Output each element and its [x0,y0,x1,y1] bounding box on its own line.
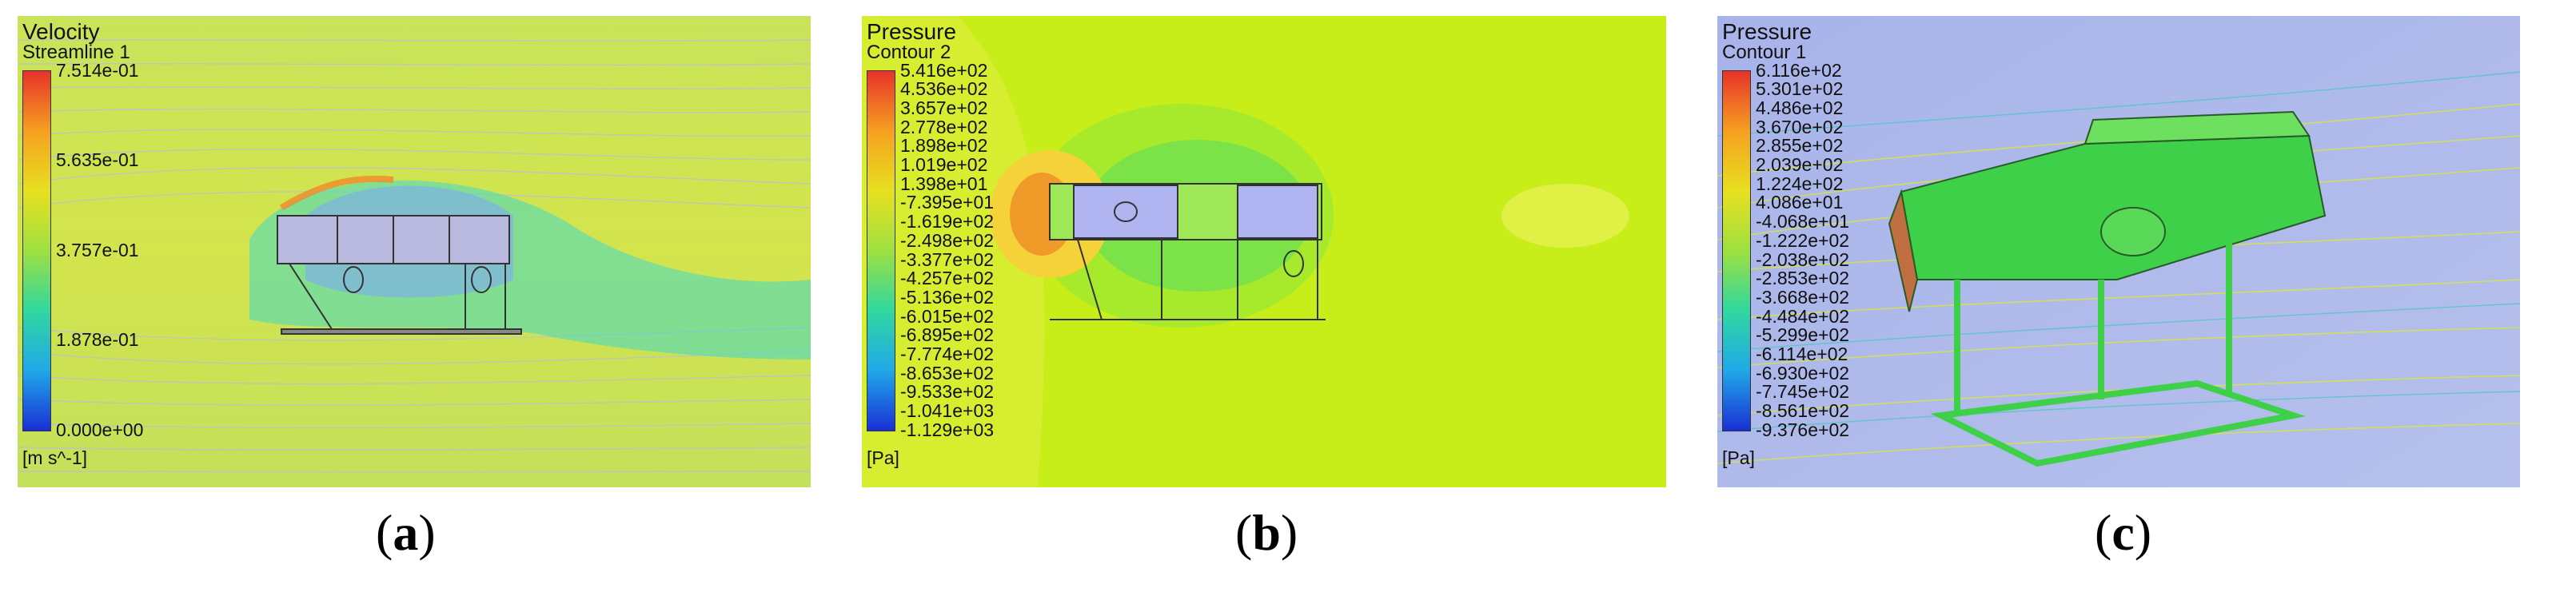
pressure-colorbar-c [1722,70,1751,431]
tick-label: -6.930e+02 [1756,363,1850,383]
tick-label: -8.653e+02 [900,363,995,383]
panel-c-pressure-3d: Pressure Contour 1 6.116e+02 5.301e+02 4… [1717,16,2520,487]
caption-b: (b) [1235,504,1298,561]
velocity-legend: Velocity Streamline 1 [22,21,130,62]
tick-label: 2.855e+02 [1756,135,1844,156]
caption-letter: b [1252,504,1281,561]
tick-label: -6.114e+02 [1756,344,1848,364]
tick-label: 1.398e+01 [900,173,988,194]
downstream-zone [1501,184,1629,248]
tick-label: 3.757e-01 [56,240,139,260]
tick-label: 7.514e-01 [56,60,139,81]
vehicle-3d [1888,110,2327,467]
caption-letter: c [2111,504,2135,561]
tick-label: -1.129e+03 [900,419,995,440]
tick-label: 1.898e+02 [900,135,988,156]
tick-label: 3.657e+02 [900,97,988,118]
tick-label: 1.878e-01 [56,329,139,350]
tick-label: 0.000e+00 [56,419,144,440]
pressure-3d-field [1717,16,2520,487]
caption-letter: a [393,504,419,561]
tick-label: -5.136e+02 [900,287,995,308]
tick-label: -9.376e+02 [1756,419,1850,440]
legend-unit: [m s^-1] [22,447,88,468]
tick-label: 5.416e+02 [900,60,988,81]
upstream-pressure-zone [862,16,1045,487]
pressure-tick-labels-c: 6.116e+02 5.301e+02 4.486e+02 3.670e+02 … [1756,60,1900,440]
caption-c: (c) [2095,504,2152,561]
legend-unit: [Pa] [1722,447,1755,468]
tick-label: -7.774e+02 [900,344,995,364]
tick-label: -7.395e+01 [900,192,995,213]
tick-label: 2.039e+02 [1756,154,1844,175]
streamlines-cyan [1717,71,2520,432]
tick-label: 3.670e+02 [1756,117,1844,137]
legend-subtitle: Contour 1 [1722,42,1807,63]
tick-label: -6.015e+02 [900,306,995,327]
velocity-colorbar [22,70,51,431]
tick-label: -2.498e+02 [900,230,995,251]
panel-b-pressure-contour: Pressure Contour 2 5.416e+02 4.536e+02 3… [862,16,1666,487]
tick-label: -3.668e+02 [1756,287,1850,308]
tick-label: -2.038e+02 [1756,249,1850,270]
panel-a-velocity-streamlines: Velocity Streamline 1 7.514e-01 5.635e-0… [18,16,811,487]
pressure-legend-b: Pressure Contour 2 [867,21,956,62]
tick-label: 6.116e+02 [1756,60,1842,81]
tick-label: -1.619e+02 [900,211,995,232]
pressure-legend-c: Pressure Contour 1 [1722,21,1812,62]
tick-label: -7.745e+02 [1756,381,1850,402]
legend-subtitle: Contour 2 [867,42,951,63]
tick-label: -9.533e+02 [900,381,995,402]
tick-label: 4.486e+02 [1756,97,1844,118]
tick-label: -6.895e+02 [900,324,995,345]
pressure-tick-labels-b: 5.416e+02 4.536e+02 3.657e+02 2.778e+02 … [900,60,1044,440]
legend-title: Pressure [867,19,957,44]
vehicle-outline [1049,183,1326,320]
tick-label: 4.086e+01 [1756,192,1844,213]
pressure-colorbar-b [867,70,895,431]
tick-label: 1.224e+02 [1756,173,1844,194]
pressure-contour-field [862,16,1666,487]
legend-title: Pressure [1722,19,1812,44]
caption-a: (a) [376,504,436,561]
legend-title: Velocity [22,19,100,44]
velocity-tick-labels: 7.514e-01 5.635e-01 3.757e-01 1.878e-01 … [56,60,200,440]
tick-label: -2.853e+02 [1756,268,1850,288]
tick-label: -5.299e+02 [1756,324,1850,345]
tick-label: 1.019e+02 [900,154,988,175]
tick-label: -4.068e+01 [1756,211,1850,232]
tick-label: 4.536e+02 [900,78,988,99]
tick-label: -4.257e+02 [900,268,995,288]
tick-label: 5.635e-01 [56,149,139,170]
high-velocity-edge [279,175,394,211]
tick-label: -8.561e+02 [1756,400,1850,421]
tick-label: -1.041e+03 [900,400,995,421]
streamlines [1717,103,2520,464]
legend-unit: [Pa] [867,447,899,468]
tick-label: -3.377e+02 [900,249,995,270]
tick-label: 5.301e+02 [1756,78,1844,99]
vehicle-outline [277,215,522,335]
velocity-streamline-field [18,16,811,487]
tick-label: -4.484e+02 [1756,306,1850,327]
tick-label: 2.778e+02 [900,117,988,137]
tick-label: -1.222e+02 [1756,230,1850,251]
legend-subtitle: Streamline 1 [22,42,130,63]
